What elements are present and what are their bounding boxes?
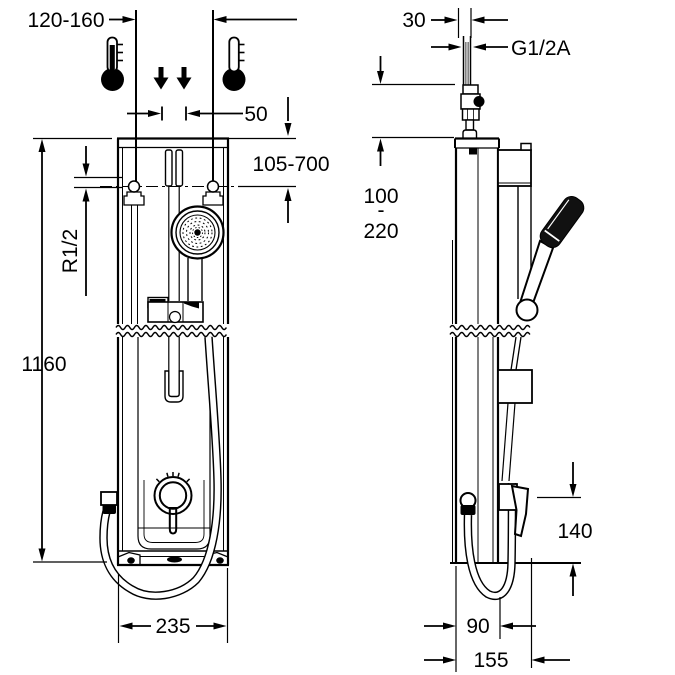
slide-bracket <box>147 296 204 324</box>
side-view: 30 G1/2A 100 - 220 <box>363 8 593 672</box>
top-connection-pipe <box>462 36 472 85</box>
dim-label-top-pipe-max: 220 <box>363 220 398 243</box>
head-holder <box>187 258 203 301</box>
inlet-fitting-left <box>123 180 145 206</box>
dim-label-outlet-height: 140 <box>557 520 592 543</box>
dim-105-700: 105-700 <box>228 97 330 223</box>
break-lines-front <box>115 324 228 338</box>
flow-arrows-icon <box>153 67 192 90</box>
dim-120-160: 120-160 <box>27 9 297 32</box>
slider-knob <box>515 298 539 322</box>
bracket-shadow <box>184 302 199 309</box>
supply-pipes <box>135 10 214 181</box>
dim-label-body-depth: 90 <box>466 615 489 638</box>
lower-bracket <box>498 483 530 538</box>
front-panel-outline <box>116 137 230 565</box>
front-view: 120-160 50 105-700 <box>21 9 330 643</box>
dim-155: 155 <box>424 558 570 672</box>
dim-label-top-pipe-min: 100 <box>363 185 398 208</box>
dim-label-total-height: 1160 <box>21 353 66 376</box>
rail-box <box>497 142 532 187</box>
pull-handle <box>164 337 184 403</box>
dim-label-adjust-range: 105-700 <box>252 153 329 176</box>
hose-outlet-front <box>100 491 118 514</box>
stop-valve <box>460 84 485 139</box>
knob-lever <box>168 507 178 535</box>
dim-1160: 1160 <box>21 137 112 563</box>
cold-thermometer-icon <box>222 36 246 91</box>
dim-label-connection-thread: R1/2 <box>59 229 82 273</box>
dim-50: 50 <box>127 103 268 126</box>
shower-hose-side <box>463 336 522 600</box>
shower-head <box>170 205 225 260</box>
dim-label-panel-width: 235 <box>155 615 190 638</box>
panel-base <box>117 550 229 567</box>
dim-g12a: G1/2A <box>431 37 571 60</box>
break-lines-side <box>449 324 531 338</box>
shower-hose-front <box>99 336 222 600</box>
hand-shower <box>515 195 585 322</box>
dim-label-inlet-spacing: 120-160 <box>27 9 104 32</box>
dim-label-pipe-offset: 30 <box>402 9 425 32</box>
dim-140: 140 <box>537 462 593 596</box>
lower-rail-bracket <box>497 369 533 404</box>
dim-100-220: 100 - 220 <box>363 56 455 243</box>
hose-outlet-side <box>459 492 477 515</box>
dim-label-inlet-gap: 50 <box>244 103 267 126</box>
hot-thermometer-icon <box>101 36 124 91</box>
inlet-fitting-right <box>202 180 224 206</box>
dim-label-top-thread: G1/2A <box>511 37 571 60</box>
dim-label-total-depth: 155 <box>473 649 508 672</box>
dim-90: 90 <box>424 566 536 672</box>
dim-r12: R1/2 <box>59 146 123 296</box>
diverter-lever <box>510 484 530 538</box>
dim-label-range-separator: - <box>378 199 385 222</box>
dim-30: 30 <box>402 8 508 38</box>
dim-235: 235 <box>117 568 229 643</box>
control-knob <box>153 472 193 535</box>
